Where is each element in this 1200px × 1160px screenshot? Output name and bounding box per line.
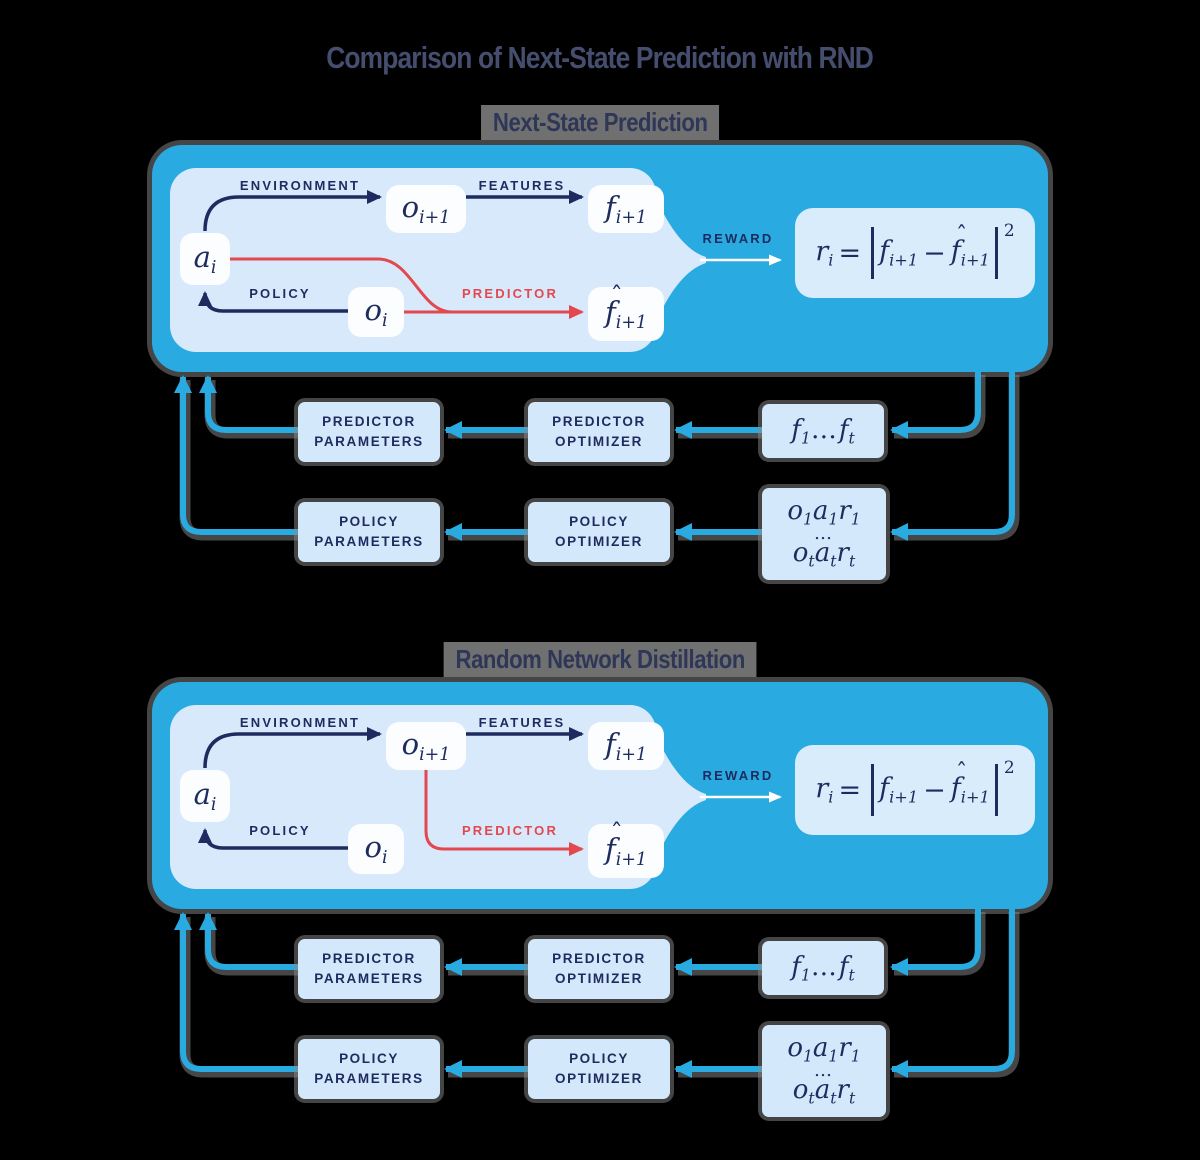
polparam-return-arrow (174, 912, 298, 1072)
page-title: Comparison of Next-State Prediction with… (0, 40, 1200, 76)
label-features: FEATURES (478, 178, 566, 193)
abs-bar-left (871, 764, 875, 816)
rollout-feed-arrow (890, 909, 1015, 1078)
node-features: fi+1 (588, 722, 664, 770)
label-predictor: PREDICTOR (461, 823, 559, 838)
diagram-subtitle: Next-State Prediction (0, 105, 1200, 140)
node-action: ai (180, 770, 230, 822)
predparam-return-arrow (199, 375, 298, 433)
abs-bar-right (994, 227, 998, 279)
diagram-section: Random Network Distillation (0, 642, 1200, 1160)
label-environment: ENVIRONMENT (239, 715, 361, 730)
feature-history-box: f1…ft (762, 941, 884, 995)
abs-bar-left (871, 227, 875, 279)
label-policy: POLICY (249, 823, 311, 838)
label-features: FEATURES (478, 715, 566, 730)
node-next-observation: oi+1 (386, 185, 466, 233)
node-action: ai (180, 233, 230, 285)
polparam-return-arrow (174, 375, 298, 535)
label-environment: ENVIRONMENT (239, 178, 361, 193)
node-features: fi+1 (588, 185, 664, 233)
label-predictor: PREDICTOR (461, 286, 559, 301)
label-policy: POLICY (249, 286, 311, 301)
diagram-subtitle: Random Network Distillation (0, 642, 1200, 677)
label-reward: REWARD (702, 231, 774, 246)
node-observation: oi (348, 824, 404, 874)
abs-bar-right (994, 764, 998, 816)
rollout-history-box: o1a1r1 … otatrt (762, 1025, 886, 1117)
diagram-section: Next-State Prediction (0, 105, 1200, 642)
node-observation: oi (348, 287, 404, 337)
diagram-subtitle-text: Random Network Distillation (443, 642, 757, 677)
feature-history-box: f1…ft (762, 404, 884, 458)
features-feed-arrow (890, 372, 981, 439)
features-feed-arrow (890, 909, 981, 976)
label-reward: REWARD (702, 768, 774, 783)
node-next-observation: oi+1 (386, 722, 466, 770)
rollout-feed-arrow (890, 372, 1015, 541)
page-title-text: Comparison of Next-State Prediction with… (326, 40, 875, 75)
diagram-subtitle-text: Next-State Prediction (480, 105, 720, 140)
rollout-history-box: o1a1r1 … otatrt (762, 488, 886, 580)
predparam-return-arrow (199, 912, 298, 970)
